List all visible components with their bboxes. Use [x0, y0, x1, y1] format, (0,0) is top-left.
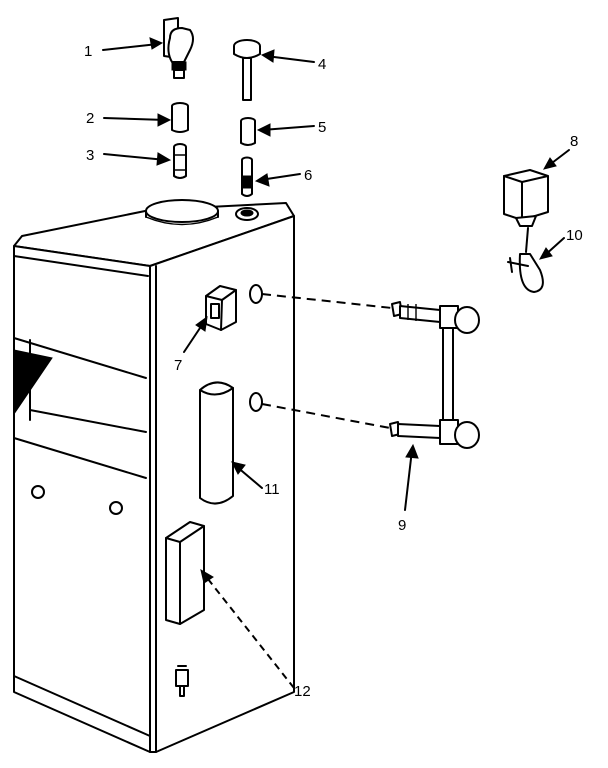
callout-11: 11 — [264, 481, 280, 498]
leader-arrows — [102, 37, 570, 689]
front-hole-left — [31, 485, 45, 499]
opening-shadow — [13, 349, 53, 416]
upper-side-port — [249, 284, 263, 304]
callout-10: 10 — [566, 227, 583, 244]
callout-12: 12 — [294, 683, 311, 700]
part-2-coupling — [171, 102, 189, 133]
part-1-valve — [163, 17, 194, 79]
callout-6: 6 — [304, 167, 312, 184]
cabinet — [13, 199, 295, 753]
part-4-plug — [233, 39, 261, 101]
lower-side-port — [249, 392, 263, 412]
callout-8: 8 — [570, 133, 578, 150]
bottom-fitting — [175, 665, 189, 697]
callout-4: 4 — [318, 56, 326, 73]
part-11-cylinder — [199, 381, 234, 505]
part-5-coupling — [240, 117, 256, 146]
part-10-bracket — [507, 227, 544, 293]
cabinet-front-face — [13, 245, 151, 753]
callout-7: 7 — [174, 357, 182, 374]
part-8-control — [503, 169, 549, 227]
part-12-panel — [165, 521, 205, 625]
part-7-switch — [205, 285, 237, 331]
callout-3: 3 — [86, 147, 94, 164]
callout-5: 5 — [318, 119, 326, 136]
part-3-nipple — [173, 143, 187, 179]
callout-1: 1 — [84, 43, 92, 60]
part-6-nipple — [241, 156, 253, 197]
callout-labels: 1 2 3 4 5 6 7 8 9 10 11 12 — [84, 43, 583, 700]
flue-collar — [145, 199, 219, 223]
alignment-line-lower — [261, 403, 391, 429]
part-9-pipe-assembly — [389, 301, 480, 449]
callout-9: 9 — [398, 517, 406, 534]
callout-2: 2 — [86, 110, 94, 127]
front-hole-right — [109, 501, 123, 515]
alignment-line-upper — [261, 293, 393, 309]
